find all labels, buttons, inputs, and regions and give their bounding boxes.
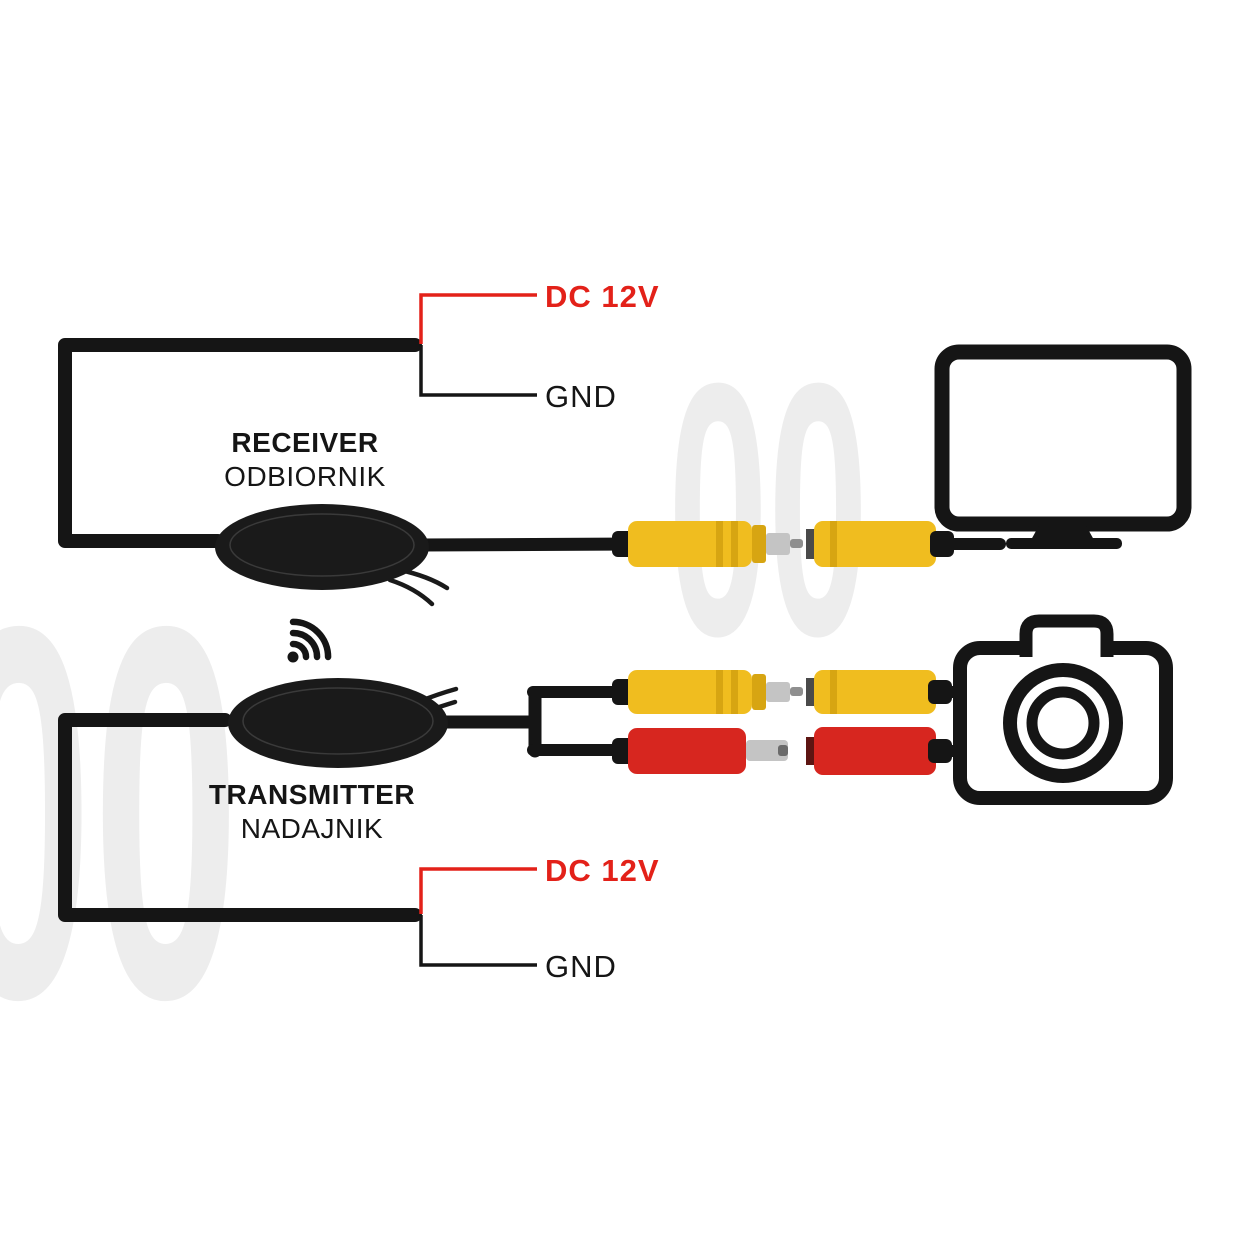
receiver-video-cable: [413, 537, 647, 552]
transmitter-unit: [58, 678, 631, 967]
receiver-subtitle: ODBIORNIK: [224, 461, 386, 492]
rca-jack-ridge: [830, 521, 837, 567]
transmitter-dc12v-label: DC 12V: [545, 853, 660, 888]
rca-plug-yellow-male-top: [612, 521, 803, 567]
camera-viewfinder-bump: [1019, 614, 1114, 657]
camera-lens-inner: [1026, 686, 1100, 760]
wifi-arc-medium: [289, 629, 321, 661]
monitor-stand-base: [1006, 538, 1122, 549]
wifi-arc-large: [289, 618, 332, 661]
transmitter-dc12v-wire: [419, 867, 537, 914]
monitor-screen: [934, 344, 1192, 532]
transmitter-gnd-label: GND: [545, 949, 617, 984]
dc-jack-strain-relief: [928, 739, 952, 763]
receiver-gnd-label: GND: [545, 379, 617, 414]
transmitter-power-cable-loop: [58, 713, 422, 922]
rca-jack-yellow-female-top: [806, 521, 1006, 567]
receiver-device-body: [215, 504, 429, 590]
wifi-arc-small: [289, 640, 310, 661]
receiver-device-gloss: [229, 513, 415, 577]
rca-jack-body: [814, 670, 936, 714]
dc-plug-barrel-hole: [778, 745, 788, 756]
rca-jack-body: [814, 521, 936, 567]
dc-plug-barrel: [746, 740, 788, 761]
monitor-stand-neck: [1031, 522, 1094, 540]
receiver-antenna-wire-1: [387, 577, 435, 607]
receiver-title: RECEIVER: [231, 427, 379, 458]
receiver-dc12v-wire: [419, 293, 537, 344]
rca-plug-ridge: [731, 670, 738, 714]
receiver-gnd-wire: [419, 345, 537, 397]
wifi-dot: [287, 651, 299, 663]
rca-plug-collar: [752, 525, 766, 563]
rca-plug-ridge: [716, 521, 723, 567]
receiver-dc12v-label: DC 12V: [545, 279, 660, 314]
rca-plug-ridge: [731, 521, 738, 567]
transmitter-title: TRANSMITTER: [208, 779, 416, 810]
rca-plug-yellow-male-bottom: [612, 670, 803, 714]
camera-icon: [953, 614, 1173, 805]
dc-plug-red-male: [612, 728, 788, 774]
rca-plug-barrel: [766, 682, 790, 702]
rca-plug-collar: [752, 674, 766, 710]
dc-plug-body: [628, 728, 746, 774]
receiver-power-cable-loop: [58, 338, 422, 548]
rca-plug-barrel: [766, 533, 790, 555]
rca-plug-ridge: [716, 670, 723, 714]
rca-plug-pin: [790, 539, 803, 548]
rca-jack-strain-relief: [930, 531, 954, 557]
rca-plug-pin: [790, 687, 803, 696]
rca-jack-ridge: [830, 670, 837, 714]
monitor-icon: [934, 344, 1192, 549]
receiver-unit: [58, 293, 647, 607]
transmitter-subtitle: NADAJNIK: [240, 813, 384, 844]
transmitter-device-body: [228, 678, 448, 768]
rca-jack-strain-relief: [928, 680, 952, 704]
transmitter-gnd-wire: [419, 915, 537, 967]
wifi-icon: [287, 618, 332, 663]
dc-jack-body: [814, 727, 936, 775]
transmitter-device-gloss: [242, 687, 434, 755]
receiver-antenna-wire-2: [397, 567, 450, 591]
watermark-top: 00: [668, 309, 869, 711]
watermark-bottom: 00: [0, 517, 240, 1109]
